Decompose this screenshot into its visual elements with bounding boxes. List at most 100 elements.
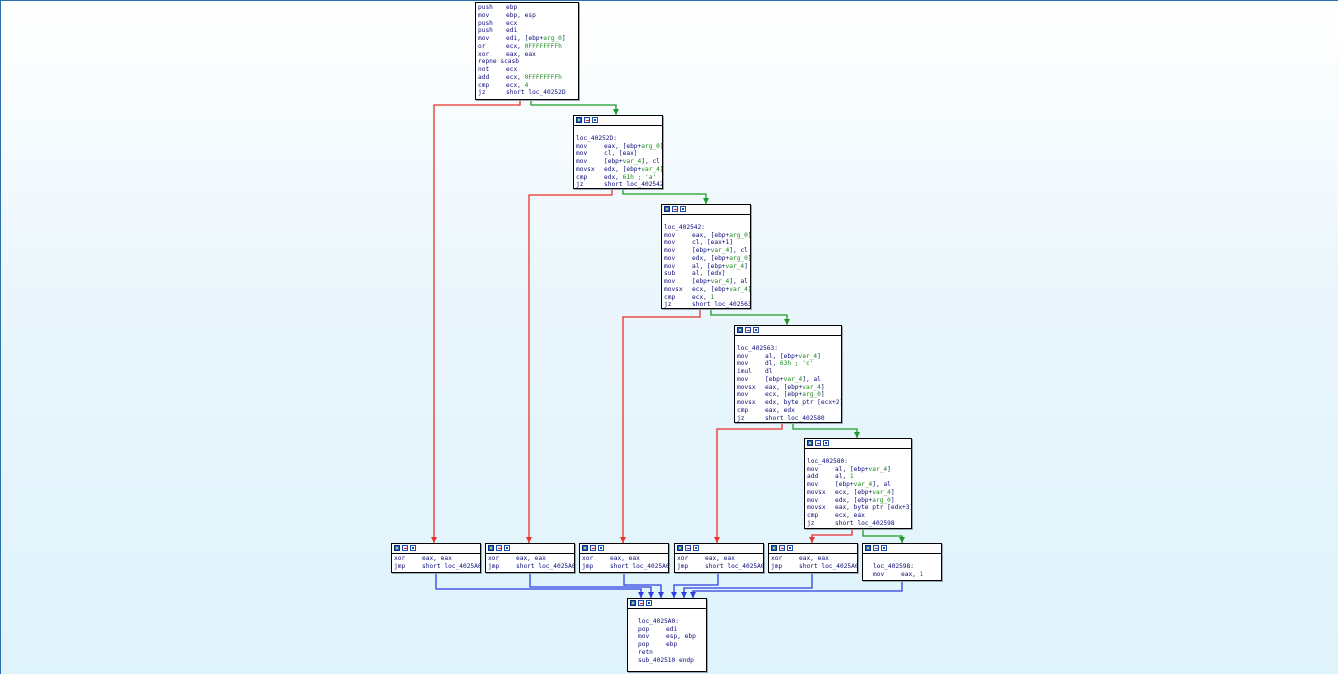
rename-icon[interactable] (402, 545, 408, 551)
group-icon[interactable] (598, 545, 604, 551)
block-header[interactable] (580, 544, 668, 554)
group-icon[interactable] (646, 600, 652, 606)
rename-icon[interactable] (779, 545, 785, 551)
rename-icon[interactable] (873, 545, 879, 551)
group-icon[interactable] (787, 545, 793, 551)
group-icon[interactable] (753, 327, 759, 333)
instruction-line[interactable]: retn (638, 649, 704, 657)
block-header[interactable] (805, 439, 911, 449)
rename-icon[interactable] (590, 545, 596, 551)
block-header[interactable] (486, 544, 574, 554)
block-color-icon[interactable] (664, 206, 670, 212)
block-label[interactable]: loc_4025A0: (638, 617, 679, 625)
rename-icon[interactable] (584, 117, 590, 123)
rename-icon[interactable] (815, 440, 821, 446)
group-icon[interactable] (680, 206, 686, 212)
block-header[interactable] (392, 544, 480, 554)
rename-icon[interactable] (685, 545, 691, 551)
instruction-line[interactable]: mov[ebp+var_4], al (664, 278, 748, 286)
block-label[interactable]: loc_402563: (737, 344, 778, 352)
block-header[interactable] (662, 205, 750, 215)
block-color-icon[interactable] (576, 117, 582, 123)
block-color-icon[interactable] (771, 545, 777, 551)
block-header[interactable] (574, 116, 662, 126)
group-icon[interactable] (592, 117, 598, 123)
block-color-icon[interactable] (677, 545, 683, 551)
instruction-line[interactable]: mov[ebp+var_4], cl (664, 247, 748, 255)
block-label[interactable]: loc_40252D: (576, 134, 617, 142)
instruction-line[interactable]: repne scasb (478, 58, 576, 66)
block-header[interactable] (769, 544, 857, 554)
instruction-line[interactable]: mov[ebp+var_4], al (807, 481, 909, 489)
group-icon[interactable] (504, 545, 510, 551)
block-color-icon[interactable] (582, 545, 588, 551)
group-icon[interactable] (410, 545, 416, 551)
block-color-icon[interactable] (807, 440, 813, 446)
rename-icon[interactable] (496, 545, 502, 551)
block-label[interactable]: loc_402542: (664, 223, 705, 231)
group-icon[interactable] (823, 440, 829, 446)
block-color-icon[interactable] (865, 545, 871, 551)
block-color-icon[interactable] (630, 600, 636, 606)
block-color-icon[interactable] (394, 545, 400, 551)
group-icon[interactable] (693, 545, 699, 551)
block-header[interactable] (628, 599, 706, 609)
block-label[interactable]: loc_402580: (807, 457, 848, 465)
rename-icon[interactable] (638, 600, 644, 606)
instruction-line[interactable]: mov[ebp+var_4], cl (576, 158, 660, 166)
block-label[interactable]: loc_402598: (873, 562, 914, 570)
instruction-line[interactable]: sub_402510 endp (638, 657, 704, 665)
block-header[interactable] (735, 326, 841, 336)
